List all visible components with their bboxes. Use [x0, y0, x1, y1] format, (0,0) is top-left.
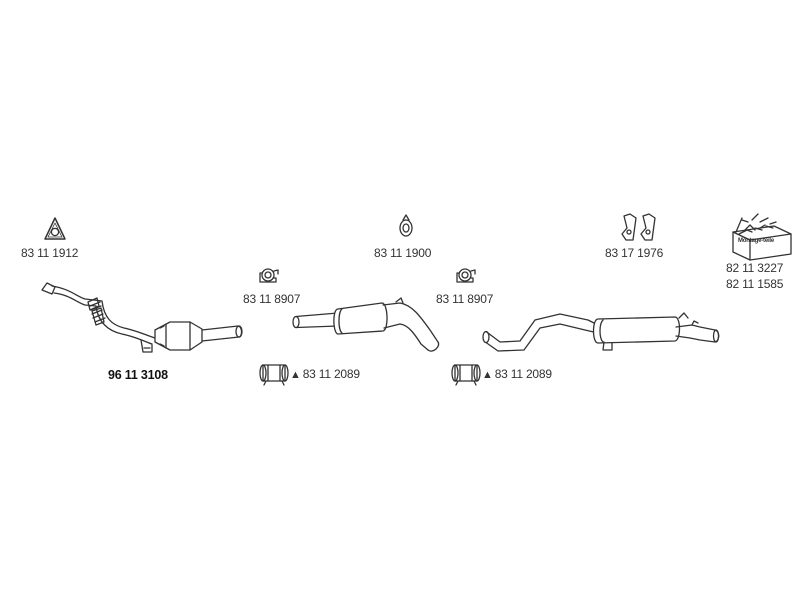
pipe-clamp-icon: [259, 268, 279, 283]
part-number-rubber-mounts: 83 17 1976: [605, 246, 664, 260]
sleeve-clamp-icon: [259, 364, 289, 386]
pipe-clamp-icon: [456, 268, 476, 283]
part-number-gasket: 83 11 1912: [21, 246, 79, 260]
sleeve-clamp-icon: [451, 364, 481, 386]
part-number-clamp-right: 83 11 8907: [436, 292, 494, 306]
middle-silencer-icon: [292, 297, 440, 352]
part-number-front-pipe-catalyst: 96 11 3108: [108, 368, 168, 382]
part-label-sleeve-right: ▲83 11 2089: [482, 367, 552, 382]
triangle-marker: ▲: [482, 369, 493, 381]
rear-silencer-icon: [482, 312, 720, 352]
part-number-hanger-ring: 83 11 1900: [374, 246, 432, 260]
part-number-mounting-kit-a: 82 11 3227: [726, 261, 784, 275]
front-pipe-catalyst-icon: [41, 282, 243, 353]
rubber-mount-pair-icon: [621, 213, 656, 241]
part-number-mounting-kit-b: 82 11 1585: [726, 277, 784, 291]
part-label-sleeve-left: ▲83 11 2089: [290, 367, 360, 382]
triangular-flange-gasket-icon: [44, 217, 66, 240]
mounting-kit-box-icon: [732, 213, 792, 261]
part-number-clamp-left: 83 11 8907: [243, 292, 301, 306]
triangle-marker: ▲: [290, 369, 301, 381]
rubber-hanger-ring-icon: [399, 214, 413, 237]
part-number-sleeve-left: 83 11 2089: [302, 367, 360, 381]
mounting-kit-box-text: Montage-teile: [737, 238, 775, 244]
part-number-sleeve-right: 83 11 2089: [494, 367, 552, 381]
